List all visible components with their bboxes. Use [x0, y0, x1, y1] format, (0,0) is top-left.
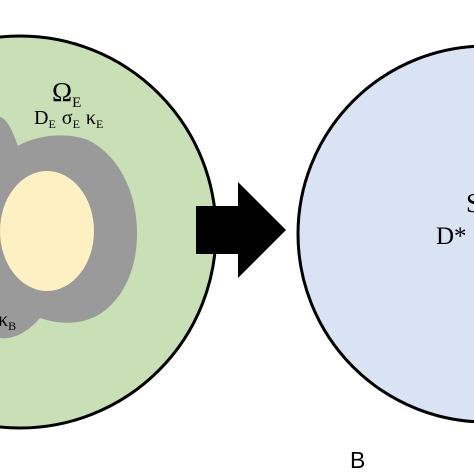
lower-region-symbol: κ [0, 309, 8, 331]
outer-domain-label: ΩE [52, 77, 81, 111]
right-domain: S D* [296, 44, 474, 424]
param-sigma-subscript: E [73, 117, 80, 131]
right-domain-param: D* [436, 223, 467, 250]
outer-domain-subscript: E [72, 95, 81, 111]
right-domain-circle [296, 44, 474, 424]
param-d-subscript: E [48, 117, 55, 131]
param-kappa-symbol: κ [86, 107, 96, 129]
right-domain-symbol: S [466, 188, 474, 218]
inner-core-ellipse [0, 171, 94, 291]
param-kappa-subscript: E [96, 117, 103, 131]
outer-domain-symbol: Ω [52, 77, 72, 107]
param-sigma-symbol: σ [62, 107, 73, 129]
panel-label: B [350, 447, 365, 473]
lower-region-subscript: B [8, 319, 16, 333]
param-d-symbol: D [34, 107, 48, 129]
arrow-right-icon [196, 182, 286, 278]
lower-region-label: κB [0, 309, 16, 333]
